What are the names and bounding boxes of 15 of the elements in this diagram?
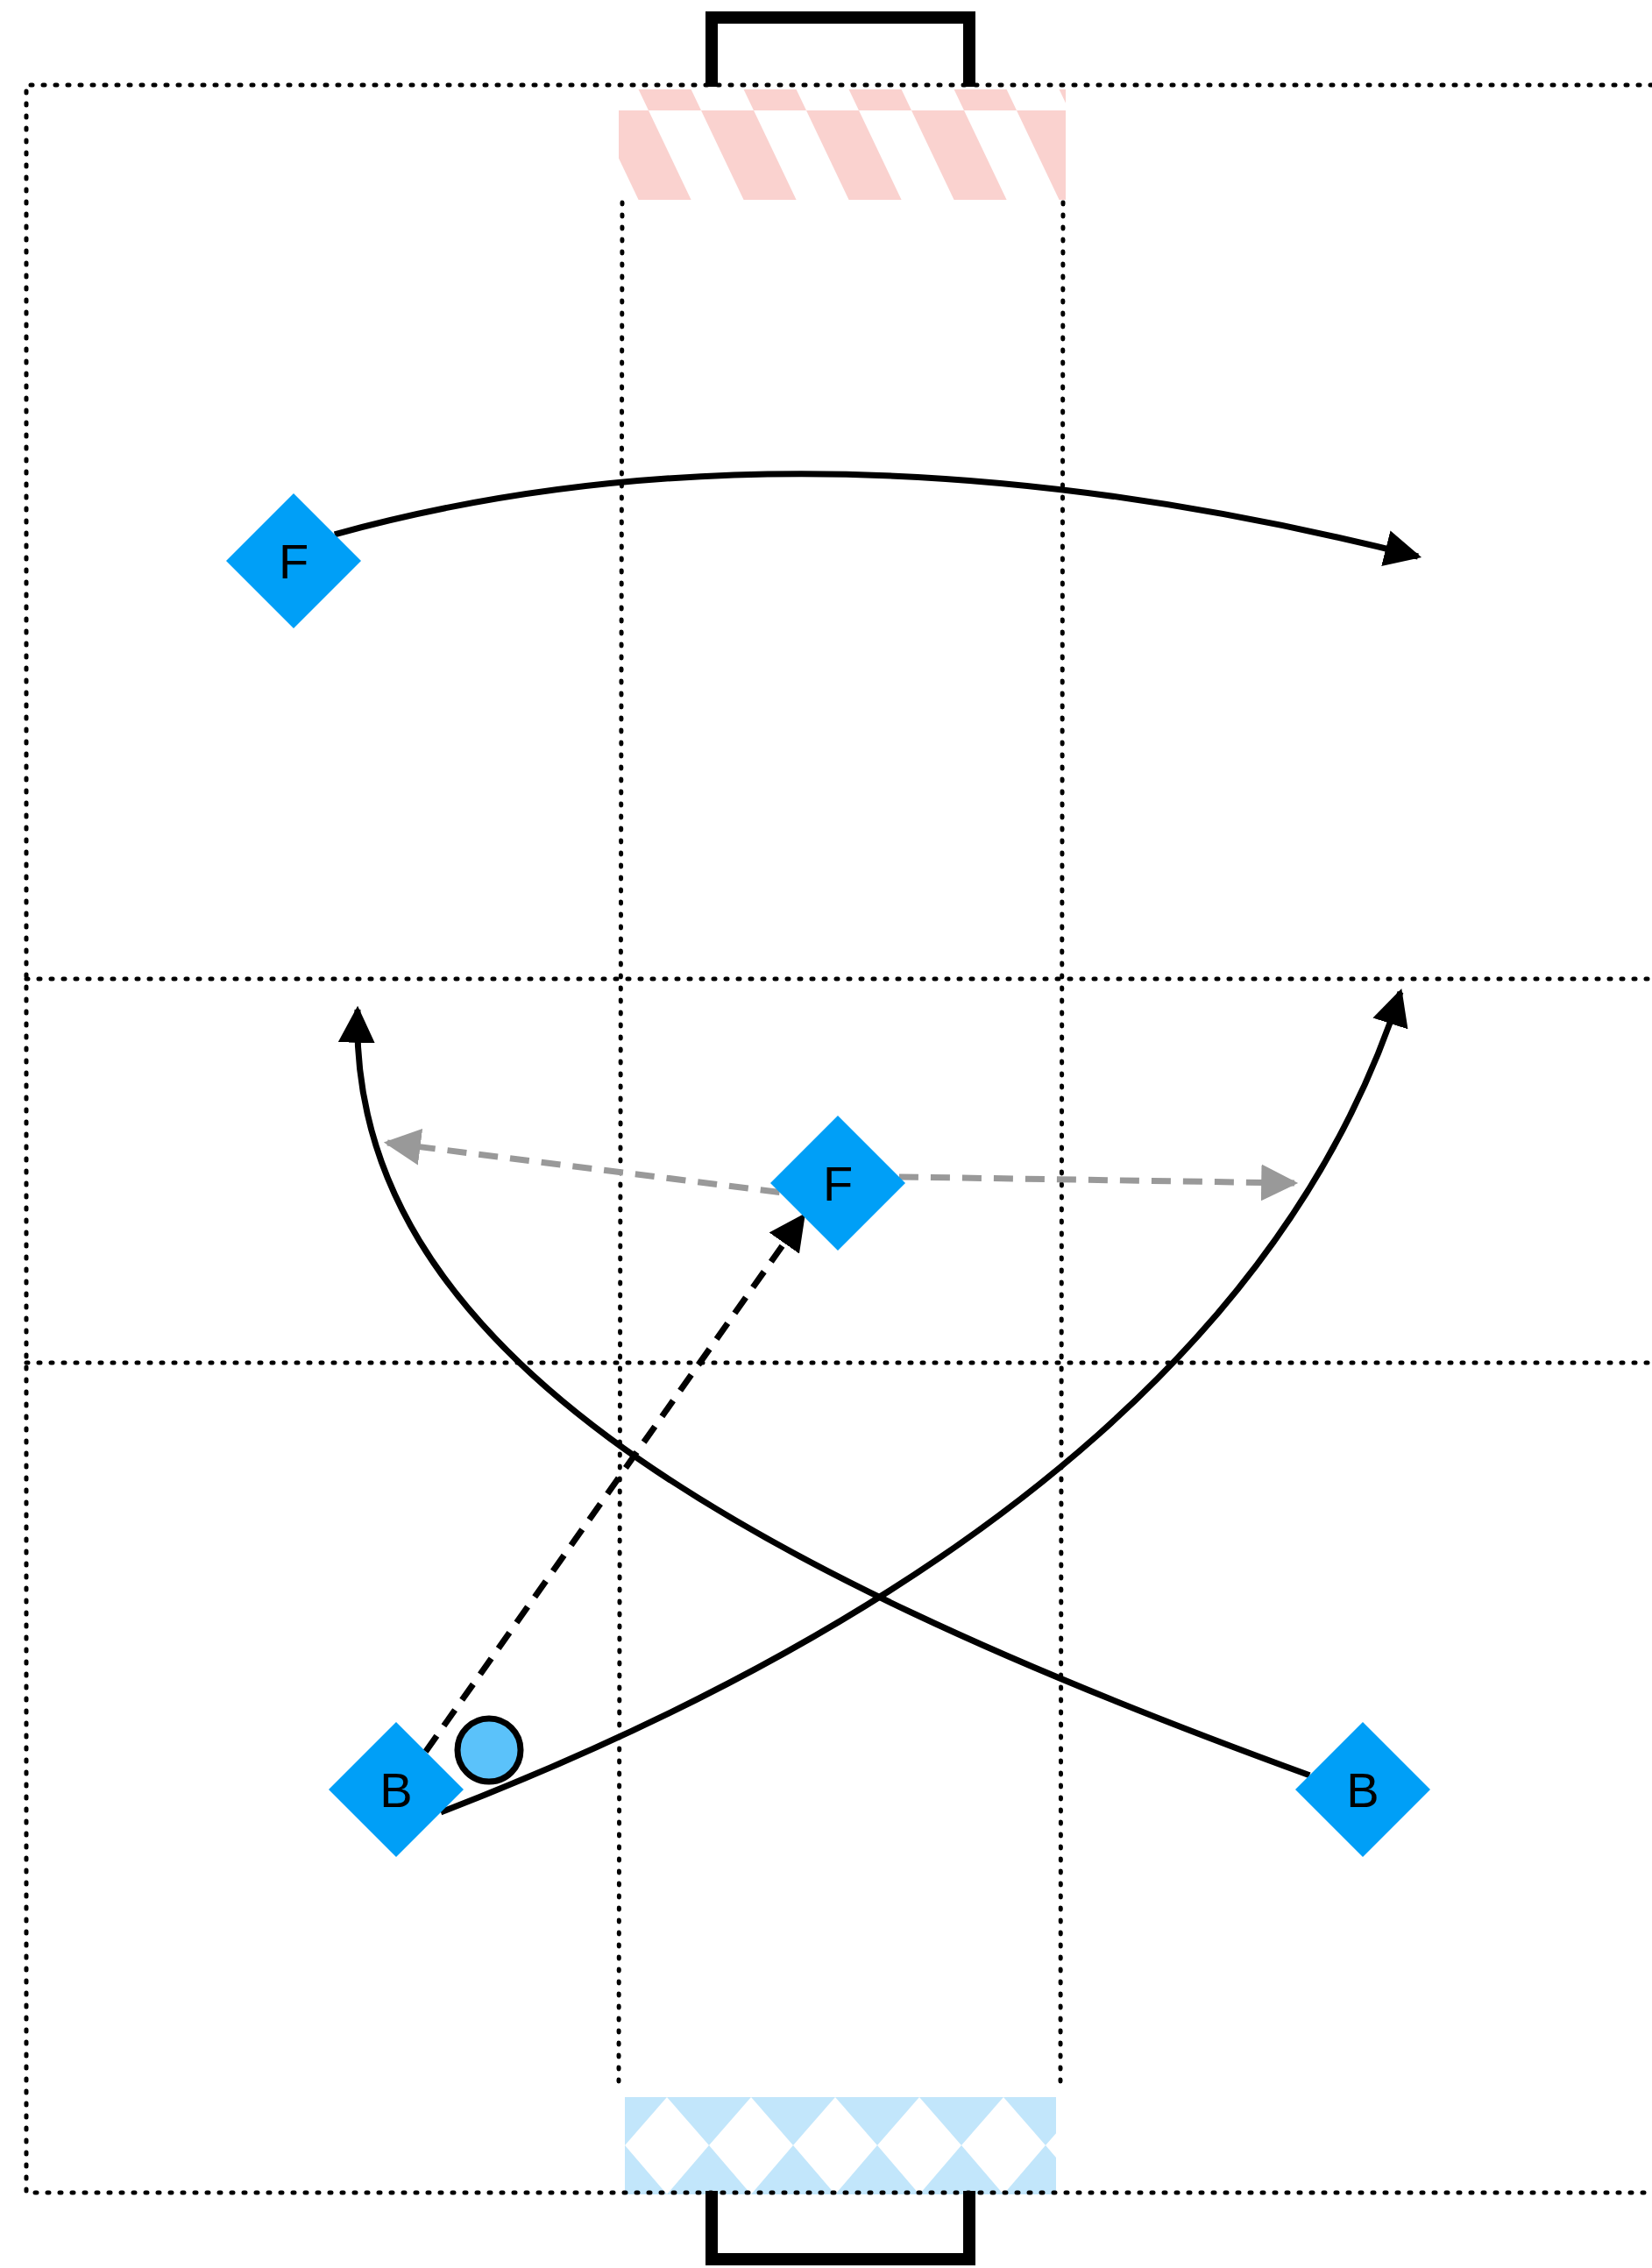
player-label: F xyxy=(822,1154,854,1212)
run-arrow xyxy=(333,471,1422,567)
player-label: B xyxy=(1346,1761,1379,1818)
run-arrow xyxy=(341,1005,1311,1778)
pass-arrow xyxy=(422,1213,806,1754)
player-marker xyxy=(226,493,361,628)
pass-arrow xyxy=(383,1128,780,1195)
player-label: B xyxy=(379,1761,413,1818)
player-marker xyxy=(1295,1722,1430,1857)
run-arrow xyxy=(439,989,1407,1816)
player-marker xyxy=(770,1116,905,1251)
player-label: F xyxy=(278,532,309,590)
player-marker xyxy=(329,1722,464,1857)
pass-arrow xyxy=(898,1164,1299,1201)
ball-icon xyxy=(454,1715,524,1785)
